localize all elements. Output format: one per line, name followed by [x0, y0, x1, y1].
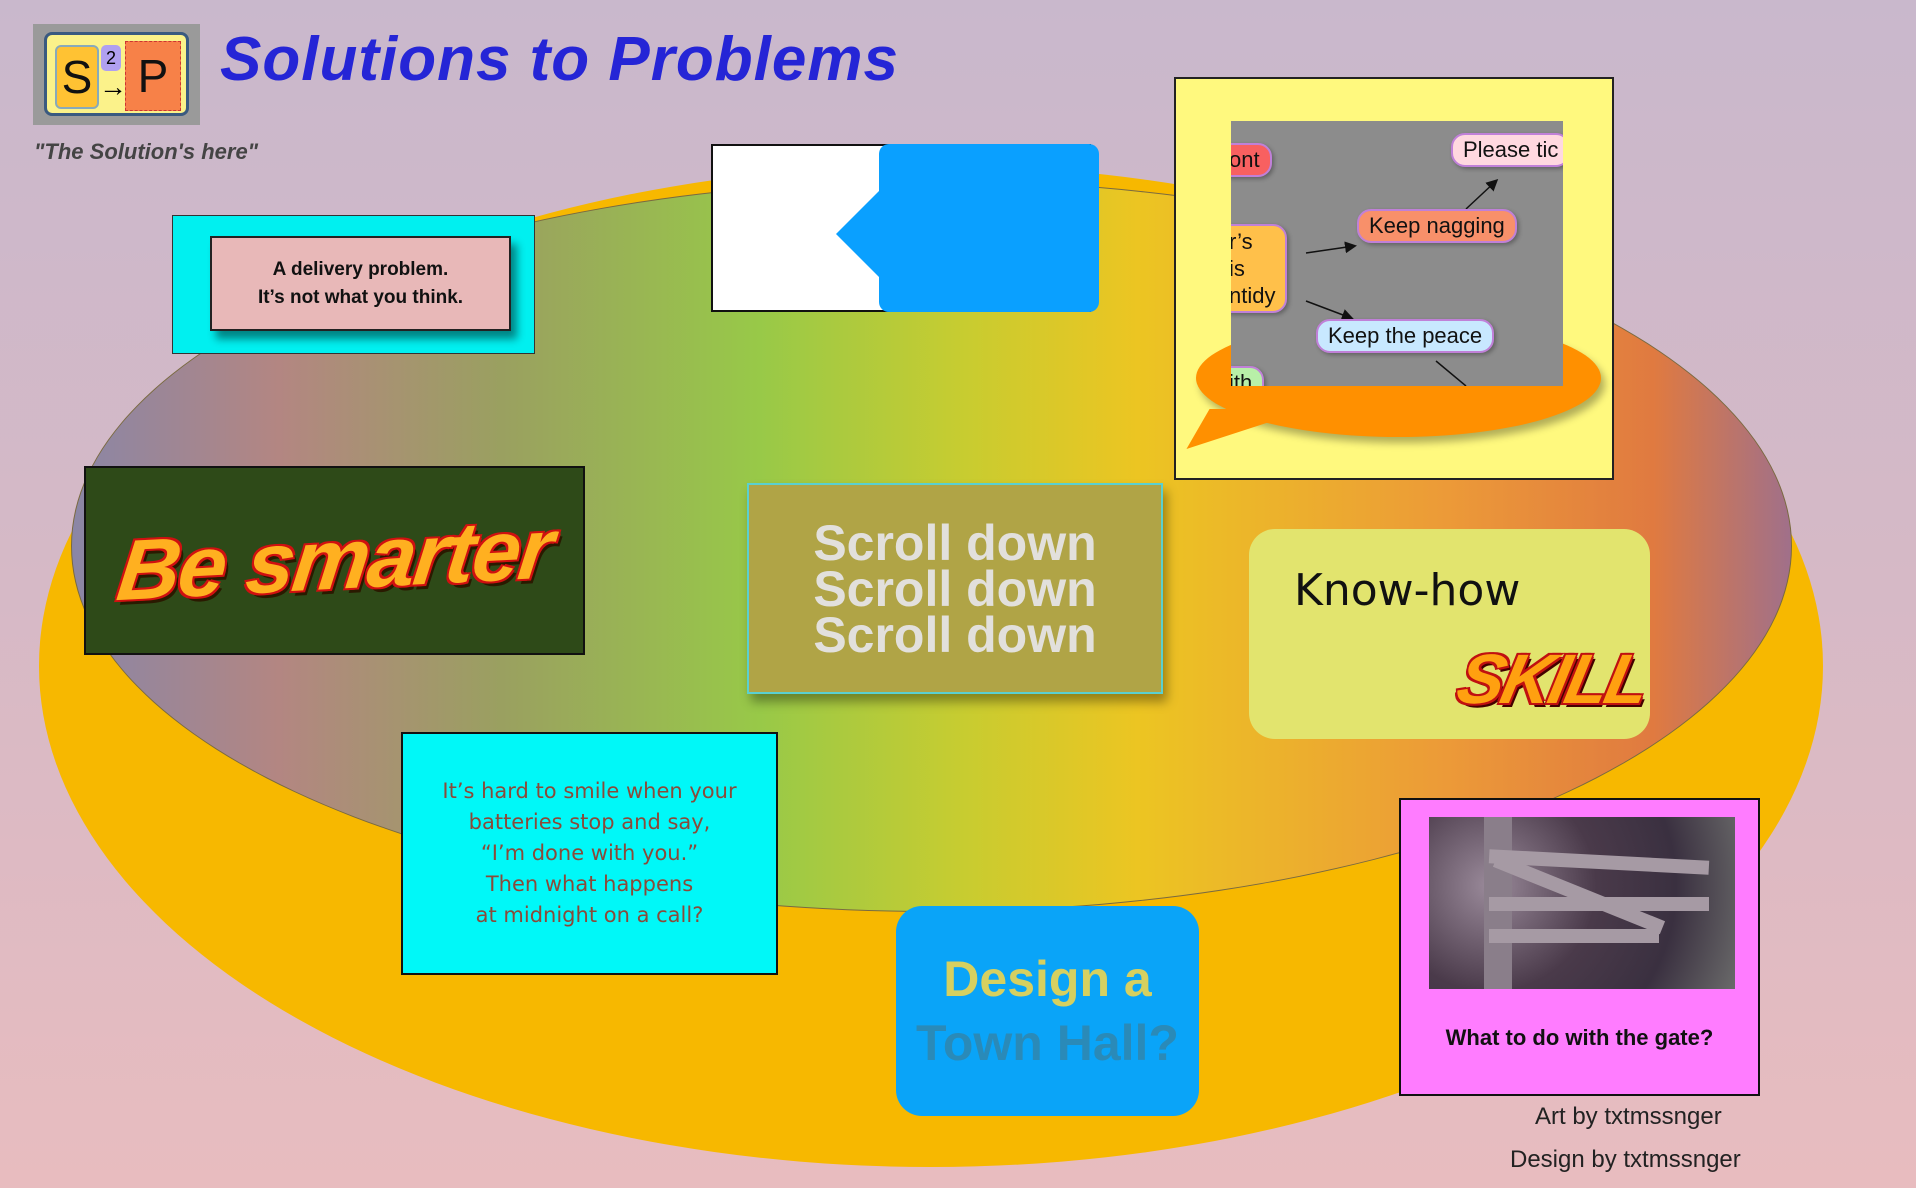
- tile-scroll-down[interactable]: Scroll down Scroll down Scroll down: [747, 483, 1163, 694]
- battery-line: Then what happens: [485, 872, 694, 896]
- tile-be-smarter[interactable]: Be smarter: [84, 466, 585, 655]
- logo-letter-p: P: [125, 41, 181, 111]
- mindmap-node: r’s is ntidy: [1231, 224, 1288, 313]
- battery-line: “I’m done with you.”: [480, 841, 699, 865]
- logo-panel: S 2 → P: [44, 32, 189, 116]
- scroll-line: Scroll down: [813, 514, 1097, 571]
- tile-town-hall[interactable]: Design a Town Hall?: [896, 906, 1199, 1116]
- tile-delivery-problem[interactable]: A delivery problem. It’s not what you th…: [172, 215, 535, 354]
- arrow-right-icon: →: [99, 71, 127, 102]
- battery-line: batteries stop and say,: [468, 810, 711, 834]
- gate-plank: [1489, 929, 1659, 943]
- blue-bubble: [879, 144, 1099, 312]
- mindmap-arrows: [1305, 178, 1499, 386]
- art-credit: Art by txtmssnger: [1535, 1103, 1722, 1130]
- tile-mindmap-speech[interactable]: ont r’s is ntidy Please tic Keep nagging…: [1174, 77, 1614, 480]
- town-hall-line-1: Design a: [943, 951, 1152, 1007]
- speech-bubble-tail: [1186, 409, 1310, 449]
- mindmap-node: ith: [1231, 366, 1265, 386]
- tile-blue-speech-bubble[interactable]: [711, 144, 1099, 312]
- tile-gate[interactable]: What to do with the gate?: [1399, 798, 1760, 1096]
- battery-line: at midnight on a call?: [475, 903, 704, 927]
- tile-battery-problem[interactable]: It’s hard to smile when your batteries s…: [401, 732, 778, 975]
- delivery-line-1: A delivery problem.: [272, 258, 449, 280]
- mindmap-screenshot: ont r’s is ntidy Please tic Keep nagging…: [1231, 121, 1563, 386]
- battery-line: It’s hard to smile when your: [442, 779, 737, 803]
- site-logo[interactable]: S 2 → P: [33, 24, 200, 125]
- scroll-line: Scroll down: [813, 606, 1097, 663]
- mindmap-node: ont: [1231, 143, 1272, 177]
- know-how-text: Know-how: [1294, 565, 1521, 616]
- gate-photo: [1429, 817, 1735, 989]
- be-smarter-text: Be smarter: [112, 500, 557, 620]
- gate-caption: What to do with the gate?: [1445, 1025, 1714, 1050]
- delivery-card: A delivery problem. It’s not what you th…: [210, 236, 511, 331]
- logo-superscript: 2: [101, 45, 121, 71]
- skill-text: SKILL: [1450, 640, 1655, 718]
- mindmap-node: Keep nagging: [1357, 209, 1517, 243]
- mindmap-node: Keep the peace: [1316, 319, 1495, 353]
- logo-letter-s: S: [55, 45, 99, 109]
- delivery-line-2: It’s not what you think.: [257, 286, 464, 308]
- tile-know-how[interactable]: Know-how SKILL: [1249, 529, 1655, 739]
- bubble-pointer: [836, 186, 884, 282]
- mindmap-node: Please tic: [1451, 133, 1563, 167]
- scroll-line: Scroll down: [813, 560, 1097, 617]
- site-tagline: "The Solution's here": [34, 139, 259, 164]
- design-credit: Design by txtmssnger: [1510, 1146, 1741, 1173]
- town-hall-line-2: Town Hall?: [916, 1015, 1179, 1071]
- site-title: Solutions to Problems: [220, 25, 899, 94]
